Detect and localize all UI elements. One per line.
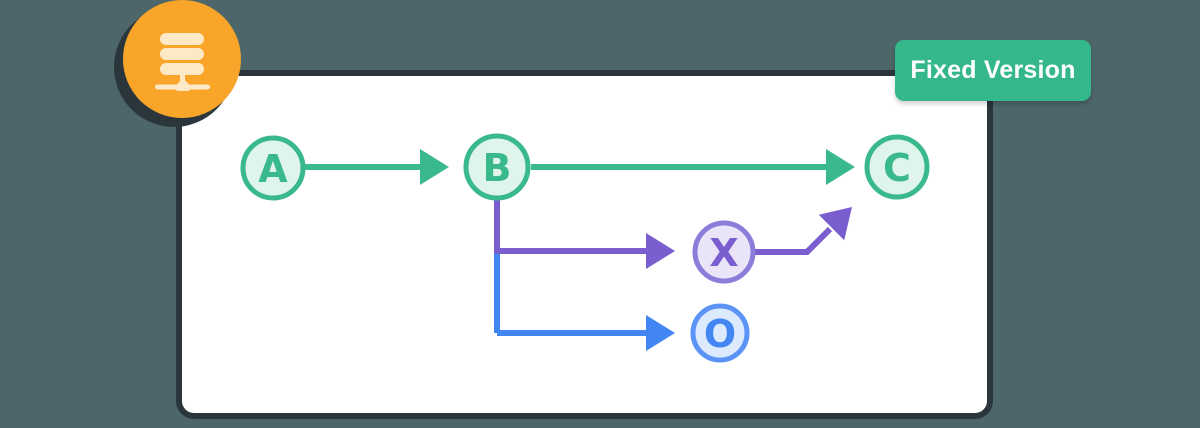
arrow-head-icon <box>826 149 855 185</box>
edge-b-x <box>494 197 675 269</box>
node-c-label: C <box>883 146 911 190</box>
edge-a-b <box>303 149 449 185</box>
arrow-head-icon <box>818 207 852 241</box>
arrow-head-icon <box>646 315 675 351</box>
node-o-circle <box>690 303 750 363</box>
node-x-label: X <box>709 231 738 275</box>
node-a: A <box>240 135 306 201</box>
node-x-circle <box>692 220 756 284</box>
edge-x-exit-line <box>754 226 833 255</box>
node-b-label: B <box>483 146 512 190</box>
node-o: O <box>690 303 750 363</box>
node-c: C <box>864 134 930 200</box>
arrow-head-icon <box>420 149 449 185</box>
node-a-label: A <box>258 147 288 191</box>
db-disk-middle <box>160 48 204 60</box>
logo-badge <box>123 0 241 118</box>
db-disk-top <box>160 33 204 45</box>
database-hierarchy-icon <box>155 33 210 91</box>
node-b-circle <box>463 133 531 201</box>
edge-b-c <box>531 149 855 185</box>
edge-b-o <box>494 251 675 351</box>
fixed-version-label: Fixed Version <box>910 56 1076 84</box>
edge-x-exit <box>754 207 852 255</box>
node-x: X <box>692 220 756 284</box>
fixed-version-badge[interactable]: Fixed Version <box>895 40 1091 101</box>
node-o-label: O <box>704 312 736 356</box>
arrow-head-icon <box>646 233 675 269</box>
node-a-circle <box>240 135 306 201</box>
node-b: B <box>463 133 531 201</box>
db-disk-bottom <box>160 63 204 75</box>
diagram-card <box>176 70 993 419</box>
db-network-node <box>175 79 191 91</box>
node-c-circle <box>864 134 930 200</box>
